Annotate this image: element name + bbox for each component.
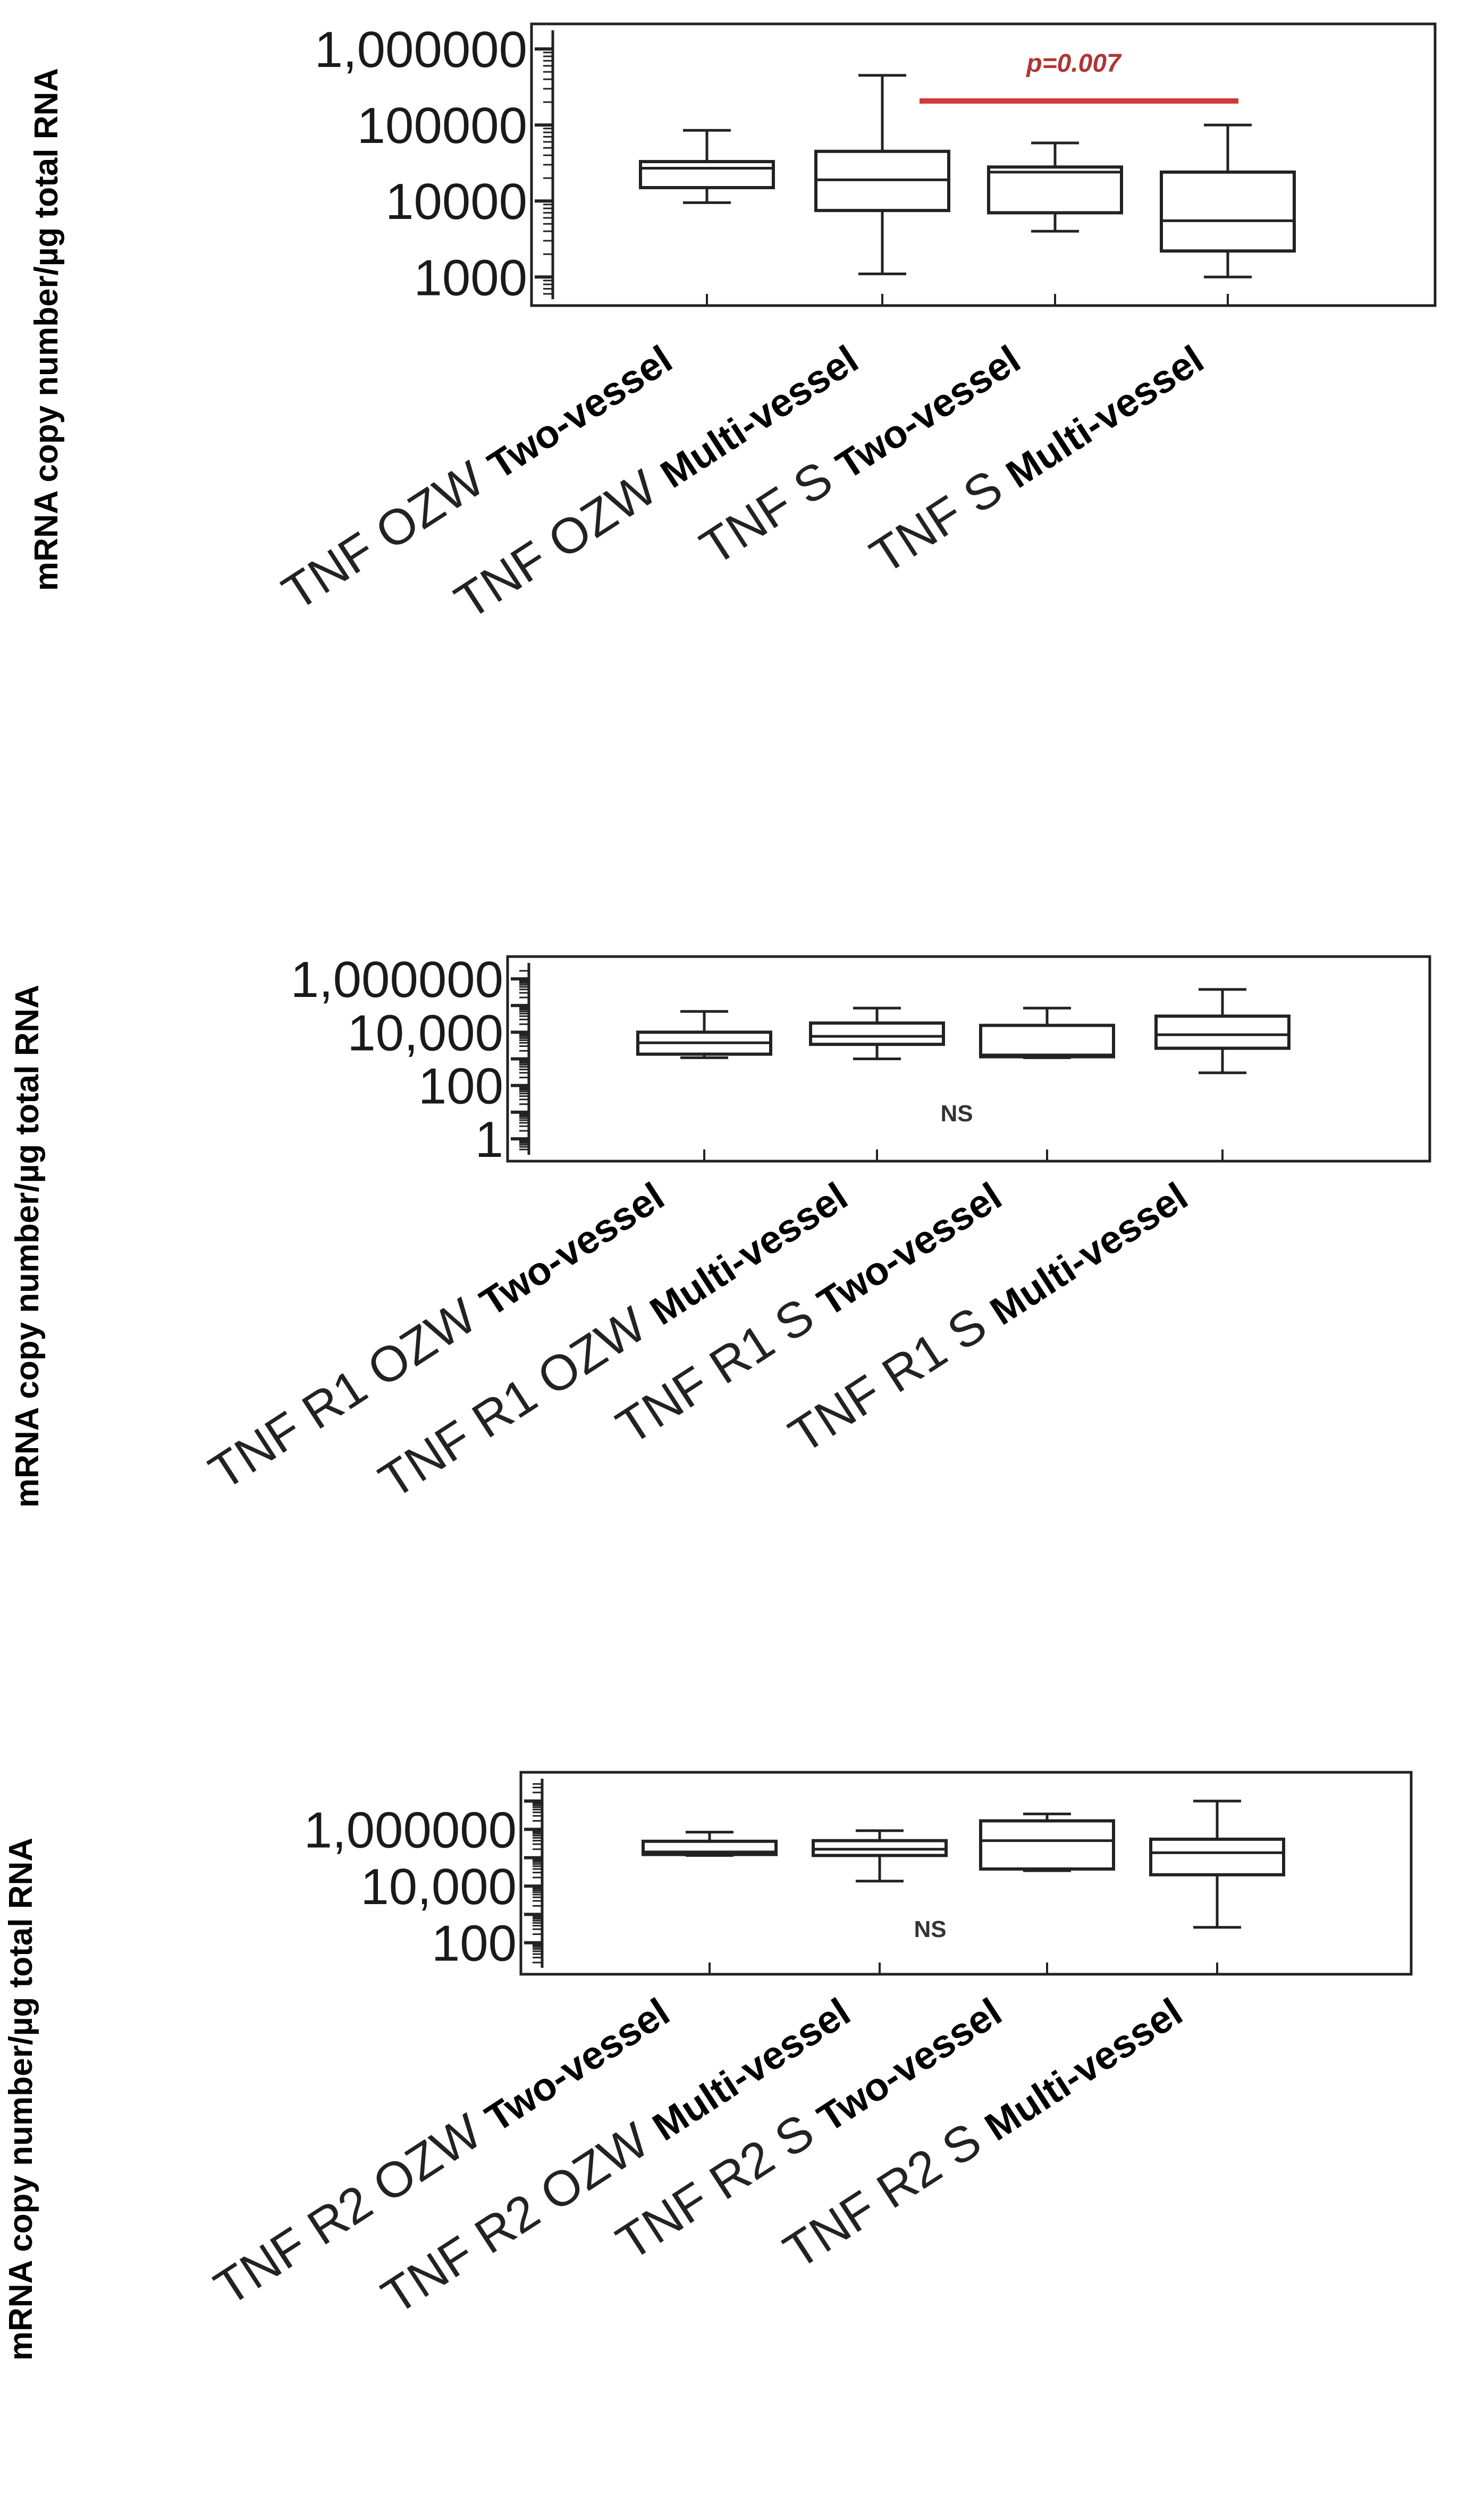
y-axis-label: mRNA copy number/µg total RNA [9,985,46,1508]
iqr-box [979,1819,1115,1871]
y-tick-label: 1,000000 [291,951,503,1008]
y-tick-label: 1 [475,1111,503,1168]
plot-frame [506,955,1431,1163]
box-3 [979,1812,1115,1872]
iqr-box [1154,1014,1291,1050]
y-tick-label: 100 [432,1915,517,1972]
box-1 [636,1010,772,1059]
y-axis-label: mRNA copy number/µg total RNA [28,68,65,591]
iqr-box [639,160,775,190]
box-2 [812,1829,948,1883]
box-4 [1149,1799,1285,1929]
iqr-box [1149,1837,1285,1876]
box-2 [814,74,950,275]
box-2 [809,1007,945,1060]
y-axis-label: mRNA copy number/µg total RNA [3,1838,39,2361]
plot-frame [519,1771,1413,1976]
ns-label: NS [940,1101,973,1127]
box-4 [1160,123,1296,278]
iqr-box [809,1021,945,1046]
y-tick-label: 10,000 [360,1858,517,1915]
category-prefix: TNF S [861,451,1024,584]
y-tick-label: 100 [418,1058,503,1115]
iqr-box [979,1024,1115,1059]
box-3 [987,141,1123,233]
iqr-box [1160,170,1296,253]
category-label: TNF S Multi-vessel [861,329,1212,585]
box-3 [979,1007,1115,1059]
y-tick-label: 10,000 [347,1004,503,1061]
y-tick-label: 1000 [414,249,527,306]
y-tick-label: 1,000000 [304,1802,517,1858]
y-tick-label: 100000 [357,97,527,154]
p-value-label: p=0.007 [1025,49,1122,78]
plot-frame [530,22,1437,307]
y-tick-label: 1,000000 [315,21,527,78]
category-suffix: Multi-vessel [977,1990,1190,2149]
category-suffix: Multi-vessel [998,337,1211,496]
y-tick-label: 10000 [385,173,527,230]
boxplot-panel-1: 1000 10000 100000 1,000000 mRNA copy number/… [28,21,1437,630]
box-1 [639,129,775,204]
category-suffix: Multi-vessel [982,1174,1195,1333]
ns-label: NS [914,1916,946,1942]
box-4 [1154,988,1291,1075]
iqr-box [987,165,1123,215]
box-1 [642,1831,778,1857]
